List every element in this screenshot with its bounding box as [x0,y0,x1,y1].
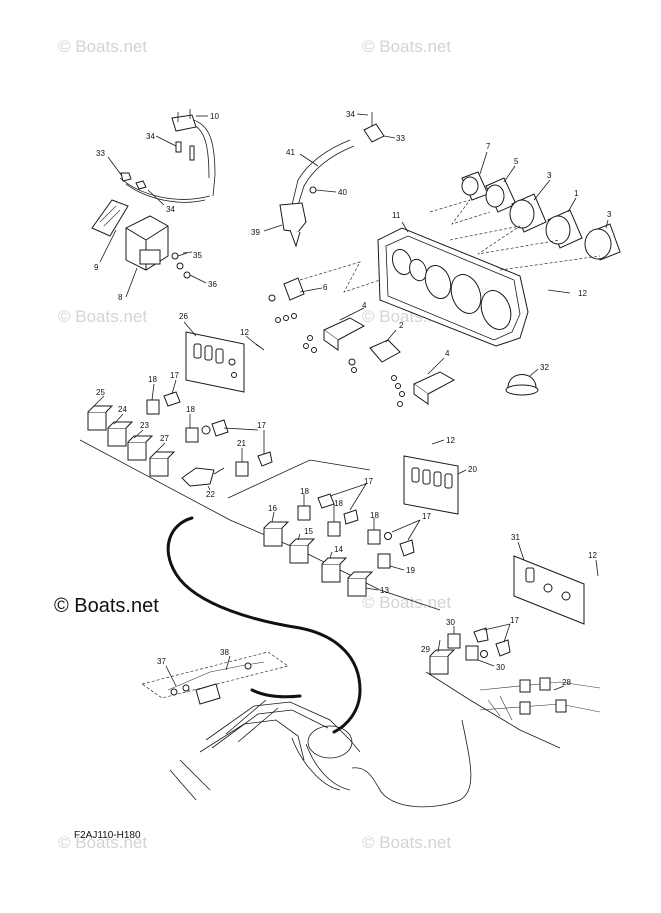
callout-12-plate20: 12 [446,436,455,445]
callout-18-b: 18 [186,405,195,414]
callout-5: 5 [514,157,519,166]
watermark-bottom-right: © Boats.net [362,833,451,852]
left-switch-group [79,379,441,611]
callout-35: 35 [193,251,202,260]
callout-17-e: 17 [510,616,519,625]
wire-harness [166,516,472,808]
switch-plate-26 [183,321,265,393]
callout-12-meter: 12 [578,289,587,298]
callout-11: 11 [392,211,401,220]
callout-30-lower: 30 [496,663,505,672]
gauges [429,151,621,294]
callout-4-upper: 4 [362,301,367,310]
callout-34-relay-mid: 34 [166,205,175,214]
copyright-label: © Boats.net [54,595,159,617]
callout-29: 29 [421,645,430,654]
callout-41: 41 [286,148,295,157]
callout-18-d: 18 [334,499,343,508]
callout-24: 24 [118,405,127,414]
callout-9: 9 [94,263,99,272]
warning-light [505,368,539,396]
watermark-top-left: © Boats.net [58,37,147,56]
relay-assembly [91,109,216,298]
callout-1: 1 [574,189,579,198]
callout-13: 13 [380,586,389,595]
callout-39: 39 [251,228,260,237]
watermark-top-right: © Boats.net [362,37,451,56]
callout-21: 21 [237,439,246,448]
callout-18-c: 18 [300,487,309,496]
callout-3-left: 3 [547,171,552,180]
watermark-mid-left: © Boats.net [58,307,147,326]
callout-17-b: 17 [257,421,266,430]
callout-34-relay-top: 34 [146,132,155,141]
callout-30-upper: 30 [446,618,455,627]
callout-22: 22 [206,490,215,499]
callout-12-plate31: 12 [588,551,597,560]
callout-6: 6 [323,283,328,292]
callout-4-lower: 4 [445,349,450,358]
callout-8: 8 [118,293,123,302]
callout-38: 38 [220,648,229,657]
speed-sensor-assembly [263,112,396,248]
watermark-lower-right: © Boats.net [362,593,451,612]
callout-25: 25 [96,388,105,397]
watermark-bottom-left: © Boats.net [58,833,147,852]
middle-switch-group [227,459,421,597]
callout-17-d: 17 [422,512,431,521]
callout-2: 2 [399,321,404,330]
callout-18-a: 18 [148,375,157,384]
callout-36: 36 [208,280,217,289]
bulb-sockets [268,261,456,407]
callout-33-relay: 33 [96,149,105,158]
callout-15: 15 [304,527,313,536]
callout-17-a: 17 [170,371,179,380]
callout-33-sensor: 33 [396,134,405,143]
callout-19: 19 [406,566,415,575]
callout-37: 37 [157,657,166,666]
harness-connector [141,651,289,705]
callout-26: 26 [179,312,188,321]
switch-plate-31 [513,541,599,625]
callout-3-right: 3 [607,210,612,219]
callout-32: 32 [540,363,549,372]
callout-27: 27 [160,434,169,443]
switch-plate-20 [403,439,467,515]
watermarks: © Boats.net © Boats.net © Boats.net © Bo… [58,37,451,852]
callout-17-c: 17 [364,477,373,486]
callout-12-plate26: 12 [240,328,249,337]
callout-34-sensor: 34 [346,110,355,119]
callout-18-e: 18 [370,511,379,520]
callout-28: 28 [562,678,571,687]
callout-31: 31 [511,533,520,542]
lower-right-group [425,623,601,749]
callout-16: 16 [268,504,277,513]
drawing-code: F2AJ110-H180 [74,830,141,841]
callout-20: 20 [468,465,477,474]
callout-7: 7 [486,142,491,151]
callout-23: 23 [140,421,149,430]
callout-14: 14 [334,545,343,554]
callout-10: 10 [210,112,219,121]
meter-panel [377,221,529,347]
callout-40: 40 [338,188,347,197]
